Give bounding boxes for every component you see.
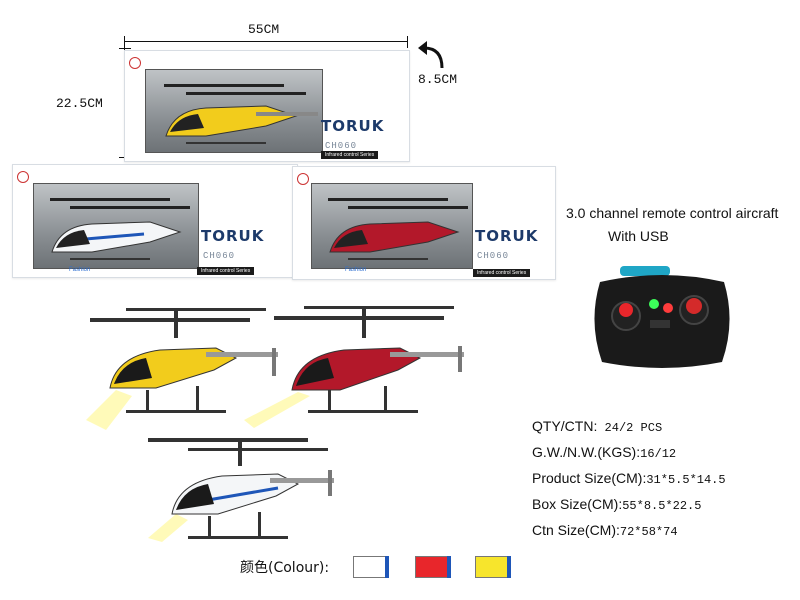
product-subtitle: With USB (608, 228, 669, 244)
box-series: Infrared control Series (473, 269, 531, 277)
brand-logo-icon (17, 171, 29, 183)
brand-logo-icon (129, 57, 141, 69)
brand-logo-icon (297, 173, 309, 185)
spec-value: 24/2 PCS (597, 421, 663, 435)
box-tag: Fashion (69, 267, 91, 273)
box-brand: TORUK (321, 117, 385, 135)
helicopter-red-icon (328, 198, 468, 260)
swatch-edge (447, 556, 451, 578)
depth-label: 8.5CM (418, 72, 458, 87)
spec-value: 72*58*74 (619, 525, 678, 539)
box-brand: TORUK (201, 227, 265, 245)
spec-box-size: Box Size(CM):55*8.5*22.5 (532, 496, 701, 513)
helicopter-yellow-icon (164, 84, 318, 144)
spec-label: Box Size(CM): (532, 496, 623, 512)
spec-value: 31*5.5*14.5 (646, 473, 726, 487)
remote-controller-icon (594, 266, 730, 368)
spec-qty: QTY/CTN: 24/2 PCS (532, 418, 662, 435)
box-tag: Fashion (345, 267, 367, 273)
spec-value: 55*8.5*22.5 (622, 499, 702, 513)
spec-label: G.W./N.W.(KGS): (532, 444, 641, 460)
package-box-red: Fashion TORUK CH060 Infrared control Ser… (292, 166, 556, 280)
package-window (311, 183, 473, 269)
helicopter-yellow-photo-icon (86, 308, 278, 430)
height-label: 22.5CM (56, 96, 103, 111)
colour-label: 颜色(Colour): (240, 560, 330, 576)
swatch-edge (507, 556, 511, 578)
spec-label: Product Size(CM): (532, 470, 647, 486)
box-model: CH060 (477, 251, 510, 261)
spec-product-size: Product Size(CM):31*5.5*14.5 (532, 470, 726, 487)
box-model: CH060 (325, 141, 358, 151)
box-series: Infrared control Series (197, 267, 255, 275)
spec-label: QTY/CTN: (532, 418, 598, 434)
spec-weight: G.W./N.W.(KGS):16/12 (532, 444, 676, 461)
spec-ctn-size: Ctn Size(CM):72*58*74 (532, 522, 678, 539)
helicopter-white-photo-icon (148, 438, 334, 542)
depth-arrow-icon (418, 41, 444, 69)
package-window (33, 183, 199, 269)
swatch-edge (385, 556, 389, 578)
colour-swatch-yellow (475, 556, 511, 578)
product-title: 3.0 channel remote control aircraft (566, 205, 779, 221)
box-model: CH060 (203, 251, 236, 261)
package-window (145, 69, 323, 153)
helicopter-red-photo-icon (244, 306, 464, 428)
colour-swatch-red (415, 556, 451, 578)
width-label: 55CM (248, 22, 280, 37)
colour-swatch-white (353, 556, 389, 578)
box-series: Infrared control Series (321, 151, 379, 159)
package-box-white: Fashion TORUK CH060 Infrared control Ser… (12, 164, 298, 278)
spec-value: 16/12 (640, 447, 677, 461)
spec-label: Ctn Size(CM): (532, 522, 620, 538)
package-box-yellow: TORUK CH060 Infrared control Series (124, 50, 410, 162)
width-dimension-line (124, 36, 408, 48)
helicopter-white-icon (50, 198, 190, 260)
box-brand: TORUK (475, 227, 539, 245)
